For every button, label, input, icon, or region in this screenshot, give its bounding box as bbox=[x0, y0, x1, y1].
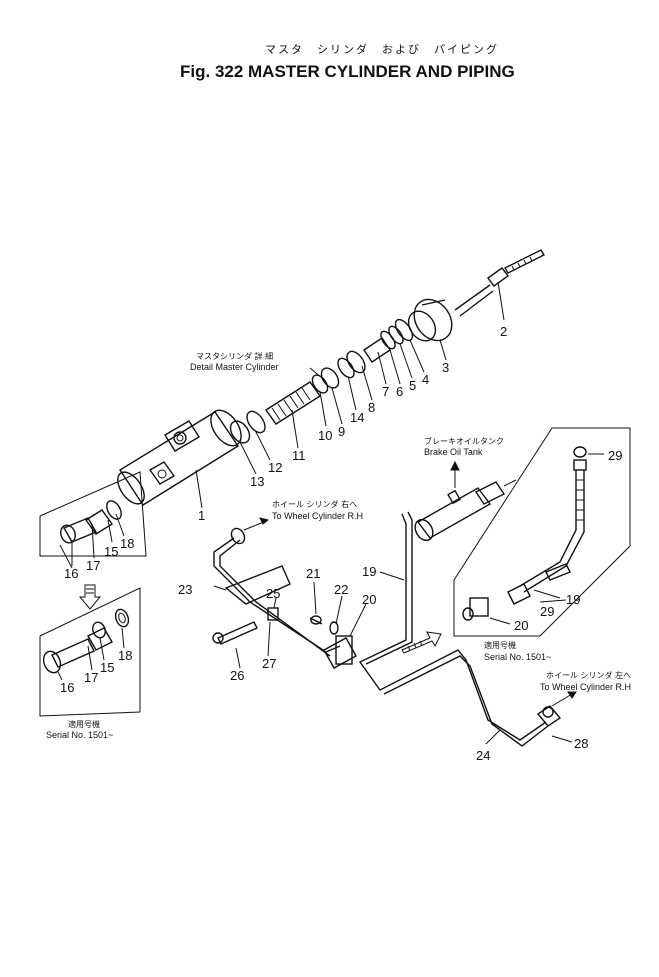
callout-3: 3 bbox=[442, 360, 449, 375]
callout-29-lower: 29 bbox=[540, 604, 554, 619]
detail-master-en: Detail Master Cylinder bbox=[190, 362, 279, 372]
callout-11: 11 bbox=[292, 448, 306, 463]
callout-29-upper: 29 bbox=[608, 448, 622, 463]
arrow-down-icon bbox=[78, 584, 102, 610]
callout-13: 13 bbox=[250, 474, 264, 489]
callout-numbers: 2 3 4 5 6 7 8 14 9 10 11 12 13 1 18 15 1… bbox=[60, 324, 622, 763]
callout-2: 2 bbox=[500, 324, 507, 339]
callout-15-upper: 15 bbox=[104, 544, 118, 559]
wheel-rh-jp-1: ホイール シリンダ 右へ bbox=[272, 499, 357, 509]
callout-26: 26 bbox=[230, 668, 244, 683]
detail-master-jp: マスタシリンダ 詳 細 bbox=[196, 351, 273, 361]
figure-title: Fig. 322 MASTER CYLINDER AND PIPING bbox=[180, 62, 515, 81]
wheel-rh-jp-2: ホイール シリンダ 左へ bbox=[546, 670, 631, 680]
wheel-rh-en-2: To Wheel Cylinder R.H bbox=[540, 682, 631, 692]
callout-20: 20 bbox=[362, 592, 376, 607]
callout-16-lower: 16 bbox=[60, 680, 74, 695]
callout-18-lower: 18 bbox=[118, 648, 132, 663]
callout-17-upper: 17 bbox=[86, 558, 100, 573]
brake-tank-jp: ブレーキオイルタンク bbox=[424, 436, 504, 446]
callout-1: 1 bbox=[198, 508, 205, 523]
wheel-rh-en-1: To Wheel Cylinder R.H bbox=[272, 511, 363, 521]
alt-pipe-detail bbox=[462, 446, 587, 621]
callout-19-right: 19 bbox=[566, 592, 580, 607]
callout-10: 10 bbox=[318, 428, 332, 443]
callout-5: 5 bbox=[409, 378, 416, 393]
serial-jp-right: 適用号機 bbox=[484, 640, 516, 650]
callout-6: 6 bbox=[396, 384, 403, 399]
brake-pipe-main bbox=[358, 511, 549, 747]
title-japanese: マスタ シリンダ および パイピング bbox=[265, 42, 499, 56]
brake-tank-en: Brake Oil Tank bbox=[424, 447, 483, 457]
callout-25: 25 bbox=[266, 586, 280, 601]
callout-15-lower: 15 bbox=[100, 660, 114, 675]
master-cylinder-assembly bbox=[117, 249, 545, 506]
callout-28: 28 bbox=[574, 736, 588, 751]
outlet-fitting-lower bbox=[42, 608, 130, 674]
arrow-right-icon bbox=[401, 631, 442, 654]
callout-14: 14 bbox=[350, 410, 364, 425]
callout-18-upper: 18 bbox=[120, 536, 134, 551]
return-spring bbox=[265, 381, 321, 425]
callout-23: 23 bbox=[178, 582, 192, 597]
callout-17-lower: 17 bbox=[84, 670, 98, 685]
serial-jp-left: 適用号機 bbox=[68, 719, 100, 729]
callout-27: 27 bbox=[262, 656, 276, 671]
callout-4: 4 bbox=[422, 372, 429, 387]
callout-20-right: 20 bbox=[514, 618, 528, 633]
callout-16-upper: 16 bbox=[64, 566, 78, 581]
serial-en-right: Serial No. 1501~ bbox=[484, 652, 551, 662]
callout-21: 21 bbox=[306, 566, 320, 581]
callout-22: 22 bbox=[334, 582, 348, 597]
callout-24: 24 bbox=[476, 748, 490, 763]
serial-en-left: Serial No. 1501~ bbox=[46, 730, 113, 740]
callout-8: 8 bbox=[368, 400, 375, 415]
leader-lines bbox=[57, 281, 604, 745]
callout-9: 9 bbox=[338, 424, 345, 439]
callout-12: 12 bbox=[268, 460, 282, 475]
brake-oil-tank-fitting bbox=[414, 479, 517, 542]
brake-pipe-23 bbox=[213, 527, 341, 657]
callout-19: 19 bbox=[362, 564, 376, 579]
callout-7: 7 bbox=[382, 384, 389, 399]
